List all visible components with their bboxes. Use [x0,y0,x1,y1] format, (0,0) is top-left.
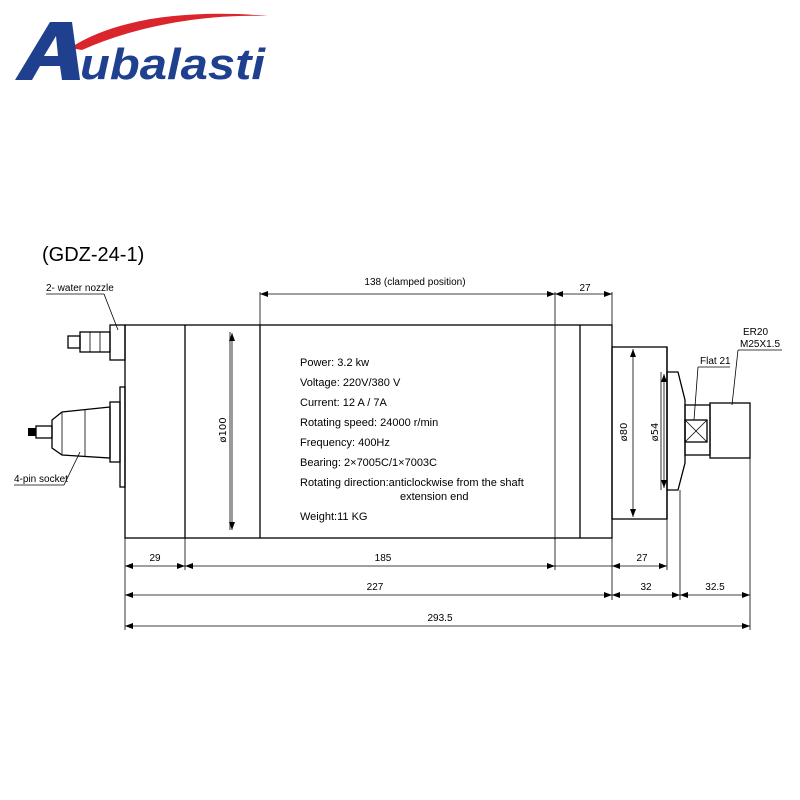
dim-32-5: 32.5 [705,582,725,593]
spec-bearing: Bearing: 2×7005C/1×7003C [300,457,437,469]
spec-list: Power: 3.2 kw Voltage: 220V/380 V Curren… [300,357,524,523]
dim-227: 227 [367,582,384,593]
callout-water-nozzle: 2- water nozzle [46,283,114,294]
dim-clamped: 138 (clamped position) [364,277,465,288]
front-nose [611,346,751,520]
spec-power: Power: 3.2 kw [300,357,369,369]
callout-flat: Flat 21 [700,356,731,367]
logo-swoosh [70,13,268,50]
callout-thread: M25X1.5 [740,339,780,350]
spec-speed: Rotating speed: 24000 r/min [300,417,438,429]
model-number: (GDZ-24-1) [42,244,145,266]
callout-socket: 4-pin socket [14,474,68,485]
dim-32: 32 [640,582,652,593]
dim-top-27: 27 [579,283,591,294]
brand-logo: A ubalasti [15,13,268,89]
spec-weight: Weight:11 KG [300,511,367,523]
dim-29: 29 [149,553,161,564]
water-nozzle [67,324,126,361]
dim-185: 185 [375,553,392,564]
spec-voltage: Voltage: 220V/380 V [300,377,401,389]
dim-dia-80: ø80 [619,423,630,442]
dim-293-5: 293.5 [427,613,452,624]
dim-dia-100: ø100 [218,417,229,442]
rear-plate [119,386,126,488]
dim-27: 27 [636,553,648,564]
spec-direction-cont: extension end [400,491,469,503]
logo-wordmark: ubalasti [80,40,266,89]
spec-direction: Rotating direction:anticlockwise from th… [300,477,524,489]
callout-collet: ER20 [743,327,768,338]
dim-dia-54: ø54 [650,423,661,442]
pin-socket [28,401,121,463]
spec-current: Current: 12 A / 7A [300,397,387,409]
spec-frequency: Frequency: 400Hz [300,437,390,449]
